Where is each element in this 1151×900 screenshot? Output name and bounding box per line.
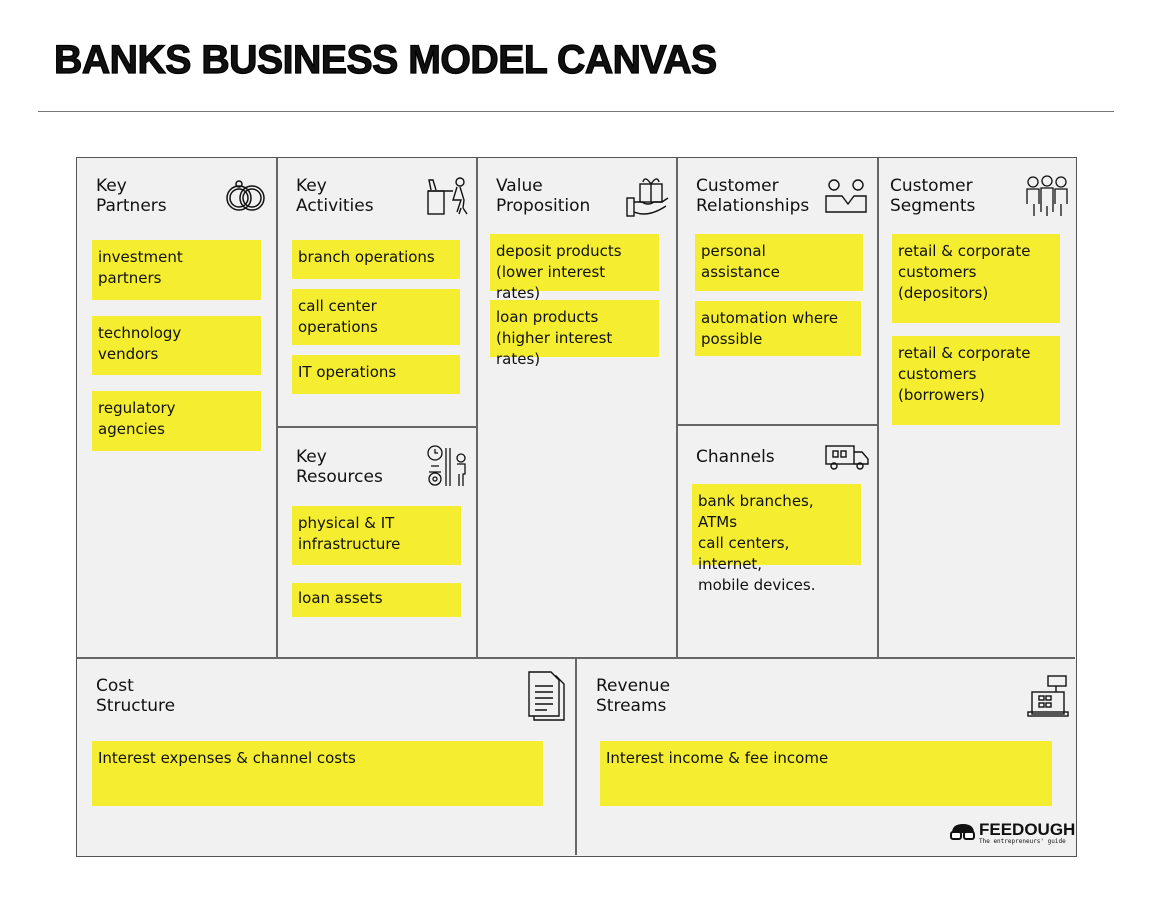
desk-worker-icon bbox=[427, 177, 468, 215]
channels-title: Channels bbox=[696, 447, 775, 467]
divider bbox=[575, 658, 577, 855]
note: bank branches, ATMs call centers, intern… bbox=[692, 484, 861, 594]
note: physical & IT infrastructure bbox=[292, 506, 461, 565]
logo-face-icon bbox=[950, 823, 975, 840]
group-icon bbox=[1026, 175, 1068, 216]
note: retail & corporate customers (depositors… bbox=[892, 234, 1060, 323]
gift-hand-icon bbox=[626, 178, 669, 217]
divider bbox=[677, 424, 877, 426]
note: loan assets bbox=[292, 583, 461, 617]
note: call center operations bbox=[292, 289, 460, 345]
note: Interest income & fee income bbox=[600, 741, 1052, 806]
documents-icon bbox=[528, 671, 565, 721]
note: investment partners bbox=[92, 240, 261, 300]
revenue-streams-title: Revenue Streams bbox=[596, 676, 671, 716]
note: personal assistance bbox=[695, 234, 863, 291]
divider bbox=[276, 158, 278, 658]
divider bbox=[476, 158, 478, 658]
people-icon bbox=[825, 179, 867, 213]
note: retail & corporate customers (borrowers) bbox=[892, 336, 1060, 425]
note: loan products (higher interest rates) bbox=[490, 300, 659, 368]
resources-icon bbox=[427, 445, 466, 486]
divider bbox=[77, 657, 1075, 659]
customer-segments-title: Customer Segments bbox=[890, 176, 976, 216]
note: IT operations bbox=[292, 355, 460, 394]
note: regulatory agencies bbox=[92, 391, 261, 451]
customer-relationships-title: Customer Relationships bbox=[696, 176, 810, 216]
note: automation where possible bbox=[695, 301, 861, 356]
logo-tagline: The entrepreneurs' guide bbox=[979, 838, 1066, 845]
cash-register-icon bbox=[1027, 675, 1069, 717]
value-proposition-title: Value Proposition bbox=[496, 176, 591, 216]
truck-icon bbox=[825, 445, 869, 470]
divider bbox=[38, 111, 1114, 112]
divider bbox=[676, 158, 678, 658]
page-title: BANKS BUSINESS MODEL CANVAS bbox=[53, 37, 717, 82]
key-resources-title: Key Resources bbox=[296, 447, 383, 487]
note: branch operations bbox=[292, 240, 460, 279]
note: Interest expenses & channel costs bbox=[92, 741, 543, 806]
key-activities-title: Key Activities bbox=[296, 176, 374, 216]
note: technology vendors bbox=[92, 316, 261, 375]
divider bbox=[277, 426, 477, 428]
key-partners-title: Key Partners bbox=[96, 176, 167, 216]
logo-name: FEEDOUGH bbox=[979, 820, 1076, 839]
rings-icon bbox=[226, 180, 265, 211]
note: deposit products (lower interest rates) bbox=[490, 234, 659, 302]
cost-structure-title: Cost Structure bbox=[96, 676, 176, 716]
divider bbox=[877, 158, 879, 658]
